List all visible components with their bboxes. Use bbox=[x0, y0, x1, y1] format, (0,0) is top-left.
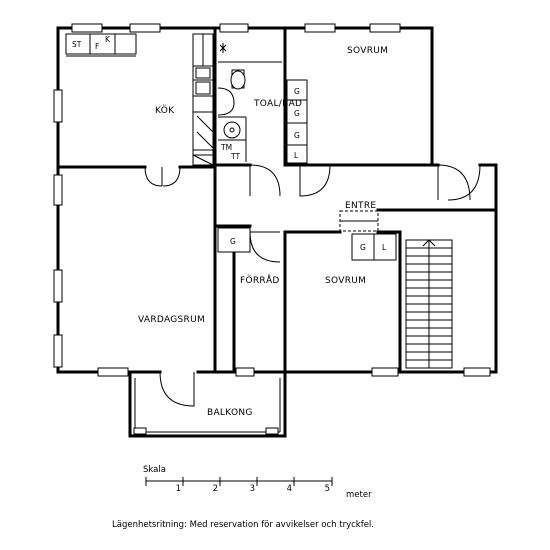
fixture-g-sovrum: G bbox=[360, 243, 366, 252]
room-label-toalbad: TOAL/BAD bbox=[253, 99, 302, 109]
scale-title: Skala bbox=[143, 465, 166, 475]
fixture-g3: G bbox=[294, 131, 300, 140]
fixture-g1: G bbox=[294, 87, 300, 96]
bathroom-fixtures bbox=[217, 43, 282, 162]
fixture-g2: G bbox=[294, 109, 300, 118]
balcony bbox=[128, 370, 287, 438]
fixture-tt: TT bbox=[230, 152, 240, 161]
windows bbox=[53, 23, 491, 377]
disclaimer-caption: Lägenhetsritning: Med reservation för av… bbox=[112, 520, 374, 530]
fixture-f: F bbox=[95, 42, 99, 51]
scale-unit: meter bbox=[346, 490, 372, 500]
room-label-vardagsrum: VARDAGSRUM bbox=[138, 315, 205, 325]
scale-tick-3: 3 bbox=[250, 484, 255, 494]
doors bbox=[144, 164, 481, 407]
wardrobes bbox=[217, 79, 397, 261]
room-label-entre: ENTRE bbox=[345, 201, 376, 211]
scale-tick-2: 2 bbox=[213, 484, 218, 494]
room-label-balkong: BALKONG bbox=[207, 408, 253, 418]
kitchen-fixtures bbox=[65, 33, 214, 166]
interior-walls bbox=[56, 26, 498, 374]
fixture-tm: TM bbox=[220, 143, 232, 152]
fixture-l1: L bbox=[294, 151, 299, 160]
room-label-forrad: FÖRRÅD bbox=[240, 274, 280, 286]
fixture-k: K bbox=[105, 35, 111, 44]
fixture-l-sovrum: L bbox=[382, 243, 387, 252]
scale-tick-1: 1 bbox=[176, 484, 181, 494]
room-label-sovrum-top: SOVRUM bbox=[347, 46, 388, 56]
fixture-g-forrad: G bbox=[230, 237, 236, 246]
room-label-kok: KÖK bbox=[155, 105, 175, 116]
scale-bar: Skala 1 2 3 4 5 meter bbox=[143, 465, 372, 500]
staircase bbox=[405, 239, 453, 369]
room-label-sovrum-mid: SOVRUM bbox=[325, 276, 366, 286]
scale-tick-5: 5 bbox=[325, 484, 330, 494]
fixture-st: ST bbox=[72, 40, 82, 49]
scale-tick-4: 4 bbox=[287, 484, 292, 494]
